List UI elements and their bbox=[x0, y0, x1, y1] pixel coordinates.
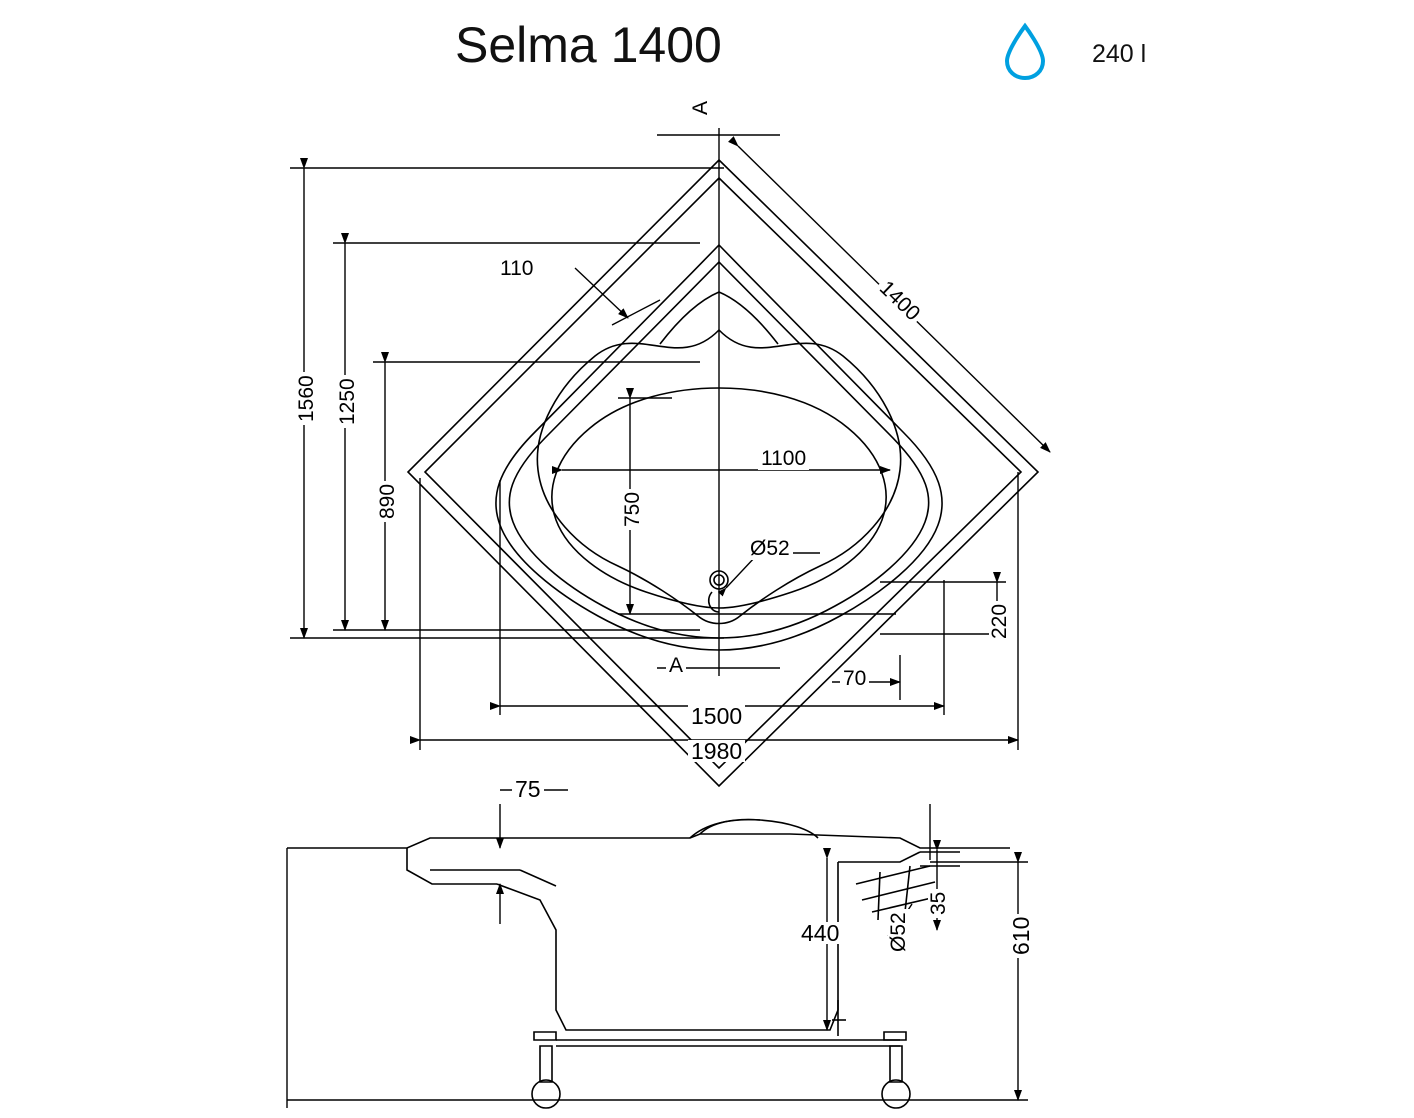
water-drop-icon bbox=[1000, 22, 1050, 82]
dim-70: 70 bbox=[840, 668, 870, 690]
dim-610: 610 bbox=[1008, 913, 1034, 958]
section-mark-a-bottom: A bbox=[666, 655, 687, 677]
dim-220: 220 bbox=[988, 600, 1011, 642]
dim-750: 750 bbox=[621, 488, 644, 530]
dim-75: 75 bbox=[512, 778, 544, 801]
dim-35: 35 bbox=[927, 888, 950, 918]
dim-1980: 1980 bbox=[688, 740, 746, 763]
dim-1250: 1250 bbox=[336, 375, 359, 428]
dim-d52-top: Ø52 bbox=[747, 538, 793, 560]
dim-1560: 1560 bbox=[295, 372, 318, 425]
dim-890: 890 bbox=[376, 480, 399, 522]
dim-110: 110 bbox=[497, 258, 537, 280]
dim-d52-side: Ø52 bbox=[887, 909, 910, 955]
section-mark-a-top: A bbox=[689, 97, 712, 118]
page-title: Selma 1400 bbox=[455, 17, 722, 73]
volume-label: 240 l bbox=[1092, 40, 1147, 68]
dim-440: 440 bbox=[798, 922, 843, 945]
dim-1100: 1100 bbox=[758, 448, 810, 470]
dim-1500: 1500 bbox=[688, 705, 746, 728]
